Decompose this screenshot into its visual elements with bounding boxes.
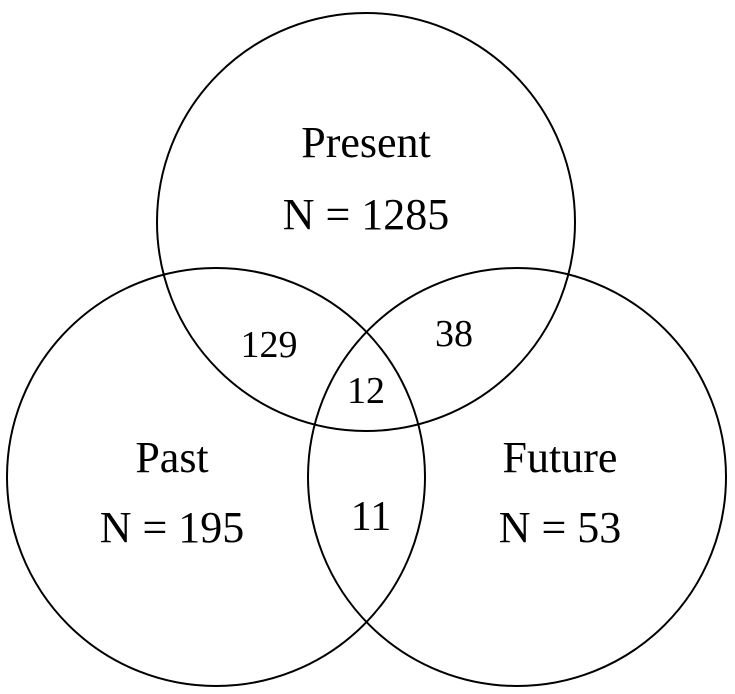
present-circle bbox=[156, 12, 576, 432]
past-future-overlap: 11 bbox=[351, 494, 391, 540]
past-circle bbox=[6, 267, 426, 687]
past-label: Past bbox=[135, 433, 208, 482]
present-future-overlap: 38 bbox=[435, 313, 473, 355]
future-circle bbox=[307, 267, 727, 687]
present-count: N = 1285 bbox=[283, 190, 450, 239]
future-count: N = 53 bbox=[499, 503, 622, 552]
present-label: Present bbox=[301, 118, 431, 167]
past-count: N = 195 bbox=[100, 503, 245, 552]
all-three-overlap: 12 bbox=[347, 370, 385, 412]
past-present-overlap: 129 bbox=[241, 324, 298, 366]
future-label: Future bbox=[503, 433, 618, 482]
